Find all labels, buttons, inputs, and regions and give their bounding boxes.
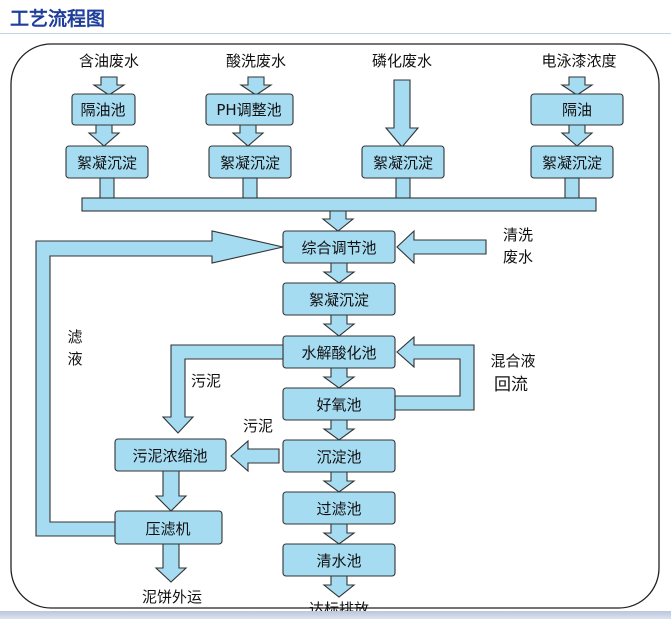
arrow-main-2 <box>322 314 356 337</box>
outer-frame <box>10 43 660 609</box>
label-aerobic-tank: 好氧池 <box>316 396 361 414</box>
pipe-acid-drop <box>242 177 258 200</box>
arrow-oily-in <box>92 76 126 96</box>
pipe-electro-drop <box>564 177 580 200</box>
title-divider <box>0 33 671 34</box>
arrow-main-3 <box>322 367 356 389</box>
label-filtrate-1: 滤 <box>67 328 82 346</box>
arrow-acid-in <box>239 76 273 96</box>
arrow-electro-pre-settle <box>560 124 594 147</box>
arrow-press-to-cake <box>154 543 188 583</box>
bottom-band <box>0 611 671 619</box>
label-rinse-1: 清洗 <box>503 226 533 244</box>
arrow-main-5 <box>322 471 356 493</box>
arrow-phosphating-in <box>384 79 420 148</box>
label-hydrolysis-tank: 水解酸化池 <box>301 344 376 362</box>
arrow-sludge-from-settling <box>230 439 280 473</box>
label-rinse-2: 废水 <box>503 248 533 266</box>
label-ph-adjust: PH调整池 <box>216 101 281 119</box>
label-equalization-tank: 综合调节池 <box>301 239 376 257</box>
source-label-electrophoresis: 电泳漆浓度 <box>541 52 616 70</box>
label-main-settle: 絮凝沉淀 <box>309 291 369 309</box>
page-title: 工艺流程图 <box>10 8 106 30</box>
arrow-thickener-to-press <box>154 470 188 512</box>
label-return-2: 回流 <box>494 375 528 395</box>
source-label-oily: 含油废水 <box>79 52 139 70</box>
label-settling-tank: 沉淀池 <box>316 448 361 466</box>
source-label-phosphating: 磷化废水 <box>372 52 432 70</box>
arrow-electro-in <box>560 76 594 96</box>
arrow-main-1 <box>322 262 356 284</box>
label-oil-separator-1: 隔油池 <box>80 101 125 119</box>
arrow-rinse-water-in <box>396 229 487 265</box>
label-settle-acid: 絮凝沉淀 <box>220 154 280 172</box>
label-return-1: 混合液 <box>490 352 535 370</box>
label-sludge-thickener: 污泥浓缩池 <box>132 447 207 465</box>
label-clear-water-tank: 清水池 <box>316 552 361 570</box>
label-sludge-cake: 泥饼外运 <box>142 588 202 606</box>
arrow-oily-pre-settle <box>87 124 121 147</box>
label-filter-press: 压滤机 <box>145 520 190 538</box>
label-filter-tank: 过滤池 <box>316 500 361 518</box>
arrow-acid-pre-settle <box>231 124 265 147</box>
label-settle-phosphating: 絮凝沉淀 <box>373 154 433 172</box>
label-settle-electrophoresis: 絮凝沉淀 <box>542 154 602 172</box>
pipe-phosphating-drop <box>395 177 411 200</box>
arrow-collector-to-equalization <box>321 210 355 232</box>
label-filtrate-2: 液 <box>67 350 82 368</box>
collector-pipe <box>81 197 597 212</box>
arrow-discharge <box>322 575 356 598</box>
arrow-main-6 <box>322 523 356 545</box>
pipe-oily-drop <box>99 177 115 200</box>
label-settle-oily: 絮凝沉淀 <box>77 154 137 172</box>
label-sludge-from-hydrolysis: 污泥 <box>191 372 221 390</box>
arrow-filtrate-return <box>35 230 284 537</box>
label-oil-separator-2: 隔油 <box>562 101 592 119</box>
arrow-sludge-from-hydrolysis <box>161 344 284 434</box>
arrow-mixed-liquor-return <box>394 335 475 411</box>
source-label-acid: 酸洗废水 <box>226 52 286 70</box>
arrow-main-4 <box>322 419 356 441</box>
label-sludge-from-settling: 污泥 <box>243 417 273 435</box>
